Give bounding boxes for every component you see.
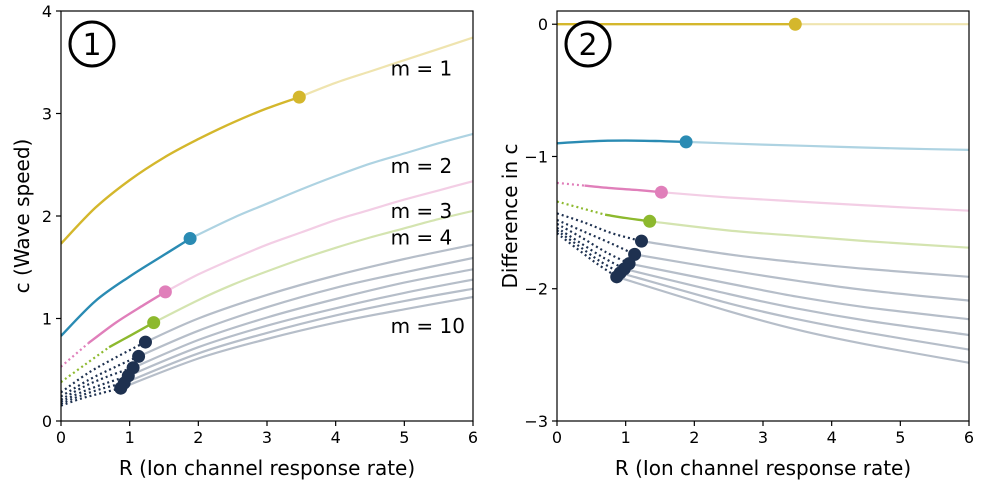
marker-m5 — [634, 234, 648, 248]
x-tick-label: 4 — [331, 428, 341, 447]
marker-m2 — [183, 232, 197, 246]
marker-m6 — [132, 349, 146, 363]
x-tick-label: 4 — [827, 428, 837, 447]
x-tick-label: 0 — [552, 428, 562, 447]
x-tick-label: 5 — [895, 428, 905, 447]
x-tick-label: 3 — [758, 428, 768, 447]
series-m7-tail — [132, 268, 473, 369]
x-tick-label: 5 — [399, 428, 409, 447]
series-label-m4: m = 4 — [391, 226, 453, 250]
series-m3-dotted — [557, 181, 585, 187]
series-m2-line — [557, 139, 687, 145]
series-m4-line — [604, 213, 650, 223]
series-label-m3: m = 3 — [391, 199, 453, 223]
panel-badge — [564, 20, 612, 68]
marker-m4 — [643, 214, 657, 228]
series-m6-dotted — [61, 355, 140, 398]
panel-badge-number: 1 — [82, 28, 101, 63]
y-axis-label: c (Wave speed) — [10, 139, 34, 294]
marker-m10 — [114, 381, 128, 395]
series-m6-tail — [138, 256, 473, 358]
plot-area — [61, 36, 473, 407]
marker-m1 — [788, 17, 802, 31]
series-m4-dotted — [61, 346, 110, 383]
series-m10-dotted — [557, 232, 618, 278]
series-m2-tail — [686, 140, 969, 151]
series-m4-dotted — [557, 200, 606, 216]
series-m4-tail — [153, 209, 473, 324]
series-label-m2: m = 2 — [391, 154, 453, 178]
series-m8-dotted — [61, 374, 129, 403]
x-tick-label: 1 — [125, 428, 135, 447]
marker-m4 — [147, 316, 161, 330]
series-m7-dotted — [557, 222, 630, 265]
series-m2-line — [61, 237, 191, 337]
series-m8-dotted — [557, 226, 625, 270]
x-axis-label: R (Ion channel response rate) — [615, 456, 911, 480]
series-m1-tail — [298, 36, 473, 99]
marker-m1 — [292, 90, 306, 104]
y-tick-label: 0 — [42, 412, 52, 431]
marker-m5 — [138, 335, 152, 349]
series-m10-dotted — [61, 387, 121, 407]
y-tick-label: −3 — [524, 412, 548, 431]
y-tick-label: 1 — [42, 310, 52, 329]
series-m3-tail — [164, 180, 473, 293]
series-m6-tail — [634, 253, 969, 302]
panel-wave-speed: 0 1 2 3 4 5 6 0 1 2 3 4 R (Ion channel response rate… — [10, 2, 478, 480]
series-m3-line — [584, 184, 662, 194]
series-m10-tail — [616, 275, 969, 364]
x-tick-label: 3 — [262, 428, 272, 447]
series-m8-tail — [127, 278, 473, 377]
x-tick-label: 6 — [468, 428, 478, 447]
series-m9-tail — [123, 287, 473, 385]
panel-badge — [68, 20, 116, 68]
series-m2-tail — [189, 132, 473, 240]
series-m10-tail — [120, 295, 473, 390]
marker-m2 — [679, 135, 693, 149]
y-tick-label: 3 — [42, 105, 52, 124]
series-m1-line — [61, 95, 300, 245]
x-tick-label: 2 — [193, 428, 203, 447]
series-m3-tail — [661, 191, 969, 212]
y-tick-label: −1 — [524, 147, 548, 166]
x-tick-label: 2 — [689, 428, 699, 447]
panel-difference: 0 1 2 3 4 5 6 0 −1 −2 −3 R (Ion channel response ra… — [498, 10, 974, 480]
series-m9-dotted — [557, 229, 621, 274]
series-m3-line — [87, 290, 167, 345]
plot-area — [557, 22, 969, 364]
y-tick-label: 0 — [538, 15, 548, 34]
x-axis-label: R (Ion channel response rate) — [119, 456, 415, 480]
panel-badge-number: 2 — [578, 28, 597, 63]
series-label-m1: m = 1 — [391, 57, 453, 81]
series-label-m10: m = 10 — [391, 314, 465, 338]
x-tick-label: 1 — [621, 428, 631, 447]
series-m5-dotted — [557, 212, 642, 243]
series-m4-tail — [649, 220, 969, 249]
series-m7-dotted — [61, 366, 134, 401]
series-m3-dotted — [61, 342, 90, 368]
series-m5-tail — [641, 240, 969, 278]
series-m5-tail — [145, 243, 473, 344]
series-m9-tail — [619, 271, 969, 351]
y-axis-label: Difference in c — [498, 143, 522, 288]
series-m7-tail — [628, 262, 969, 321]
series-m8-tail — [624, 267, 969, 337]
series-m6-dotted — [557, 218, 636, 256]
y-tick-label: 2 — [42, 207, 52, 226]
y-tick-label: −2 — [524, 280, 548, 299]
marker-m3 — [654, 185, 668, 199]
marker-m3 — [158, 285, 172, 299]
x-tick-label: 6 — [964, 428, 974, 447]
marker-m10 — [610, 270, 624, 284]
x-tick-label: 0 — [56, 428, 66, 447]
y-tick-label: 4 — [42, 2, 52, 21]
